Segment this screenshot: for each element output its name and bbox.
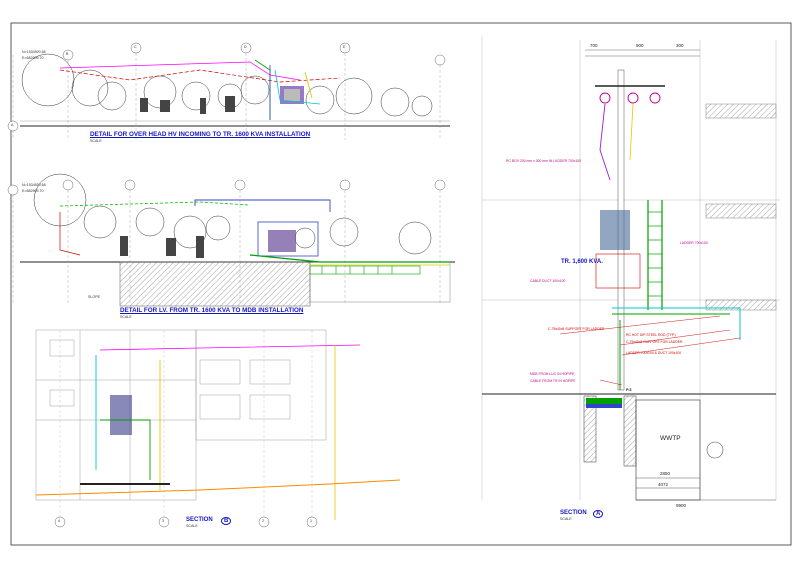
section-aa-mark: A	[593, 510, 604, 518]
grid-mark-e: E	[343, 45, 346, 49]
grid-mark-a: A	[11, 123, 14, 127]
dim-700: 700	[590, 43, 598, 48]
section-bb	[35, 329, 401, 528]
section-aa-title: SECTION	[560, 510, 587, 516]
dim-9900: 9900	[676, 503, 687, 508]
coord-north-top: N=1534920.68	[22, 50, 46, 54]
coord-east-top: E=682909.70	[22, 56, 44, 60]
lv-detail	[7, 173, 455, 307]
callout-cable-duct: CABLE DUCT 100x100	[530, 279, 566, 283]
callout-cable-tr: CABLE FROM TR IN HOPIPE	[530, 379, 576, 383]
section-aa	[481, 36, 780, 501]
dim-2850: 2850	[660, 471, 671, 476]
scale-label-1: SCALE	[90, 139, 102, 143]
slope-label: SLOPE	[88, 295, 100, 299]
callout-ladder-duct: LADDER 700x100 & DUCT 100x100	[626, 351, 682, 355]
callout-rc-box: RC BOX 200 mm x 300 mm IN LADDER 700x100	[506, 159, 581, 163]
grid-mark-c: C	[134, 45, 137, 49]
sheet-frame	[10, 22, 792, 546]
callout-support-2: C-75x40x5 SUPPORT FOR LADDER	[626, 340, 683, 344]
dim-4072: 4072	[658, 482, 669, 487]
section-bb-mark: B	[221, 517, 232, 525]
scale-label-3: SCALE	[186, 524, 198, 528]
grid-mark-2: 2	[262, 519, 264, 523]
coord-north-mid: N=1534920.68	[22, 183, 46, 187]
wwtp-label: WWTP	[660, 435, 681, 442]
pole-mark: P.3	[626, 387, 632, 392]
scale-label-4: SCALE	[560, 517, 572, 521]
grid-mark-3: 3	[162, 519, 164, 523]
callout-ladder: LADDER 700x100	[680, 241, 708, 245]
grid-mark-b: B	[66, 52, 69, 56]
callout-support-1: C-75x40x5 SUPPORT FOR LADDER	[548, 327, 605, 331]
grid-mark-4: 4	[58, 519, 60, 523]
coord-east-mid: E=682909.70	[22, 189, 44, 193]
callout-steel-rod: RC HOT DIP STEEL ROD (TYP.)	[626, 333, 676, 337]
dim-900: 900	[636, 43, 644, 48]
callout-mdb: MDB FROM LUC IN HOPIPE	[530, 372, 575, 376]
title-overhead-detail: DETAIL FOR OVER HEAD HV INCOMING TO TR. …	[90, 131, 311, 138]
dim-300: 300	[676, 43, 684, 48]
grid-mark-d: D	[244, 45, 247, 49]
scale-label-2: SCALE	[120, 315, 132, 319]
transformer-label: TR. 1,600 KVA.	[561, 259, 603, 265]
grid-mark-1: 1	[310, 519, 312, 523]
overhead-hv-detail	[7, 42, 450, 140]
section-bb-title: SECTION	[186, 517, 213, 523]
title-lv-detail: DETAIL FOR LV. FROM TR. 1600 KVA TO MDB …	[120, 307, 304, 314]
